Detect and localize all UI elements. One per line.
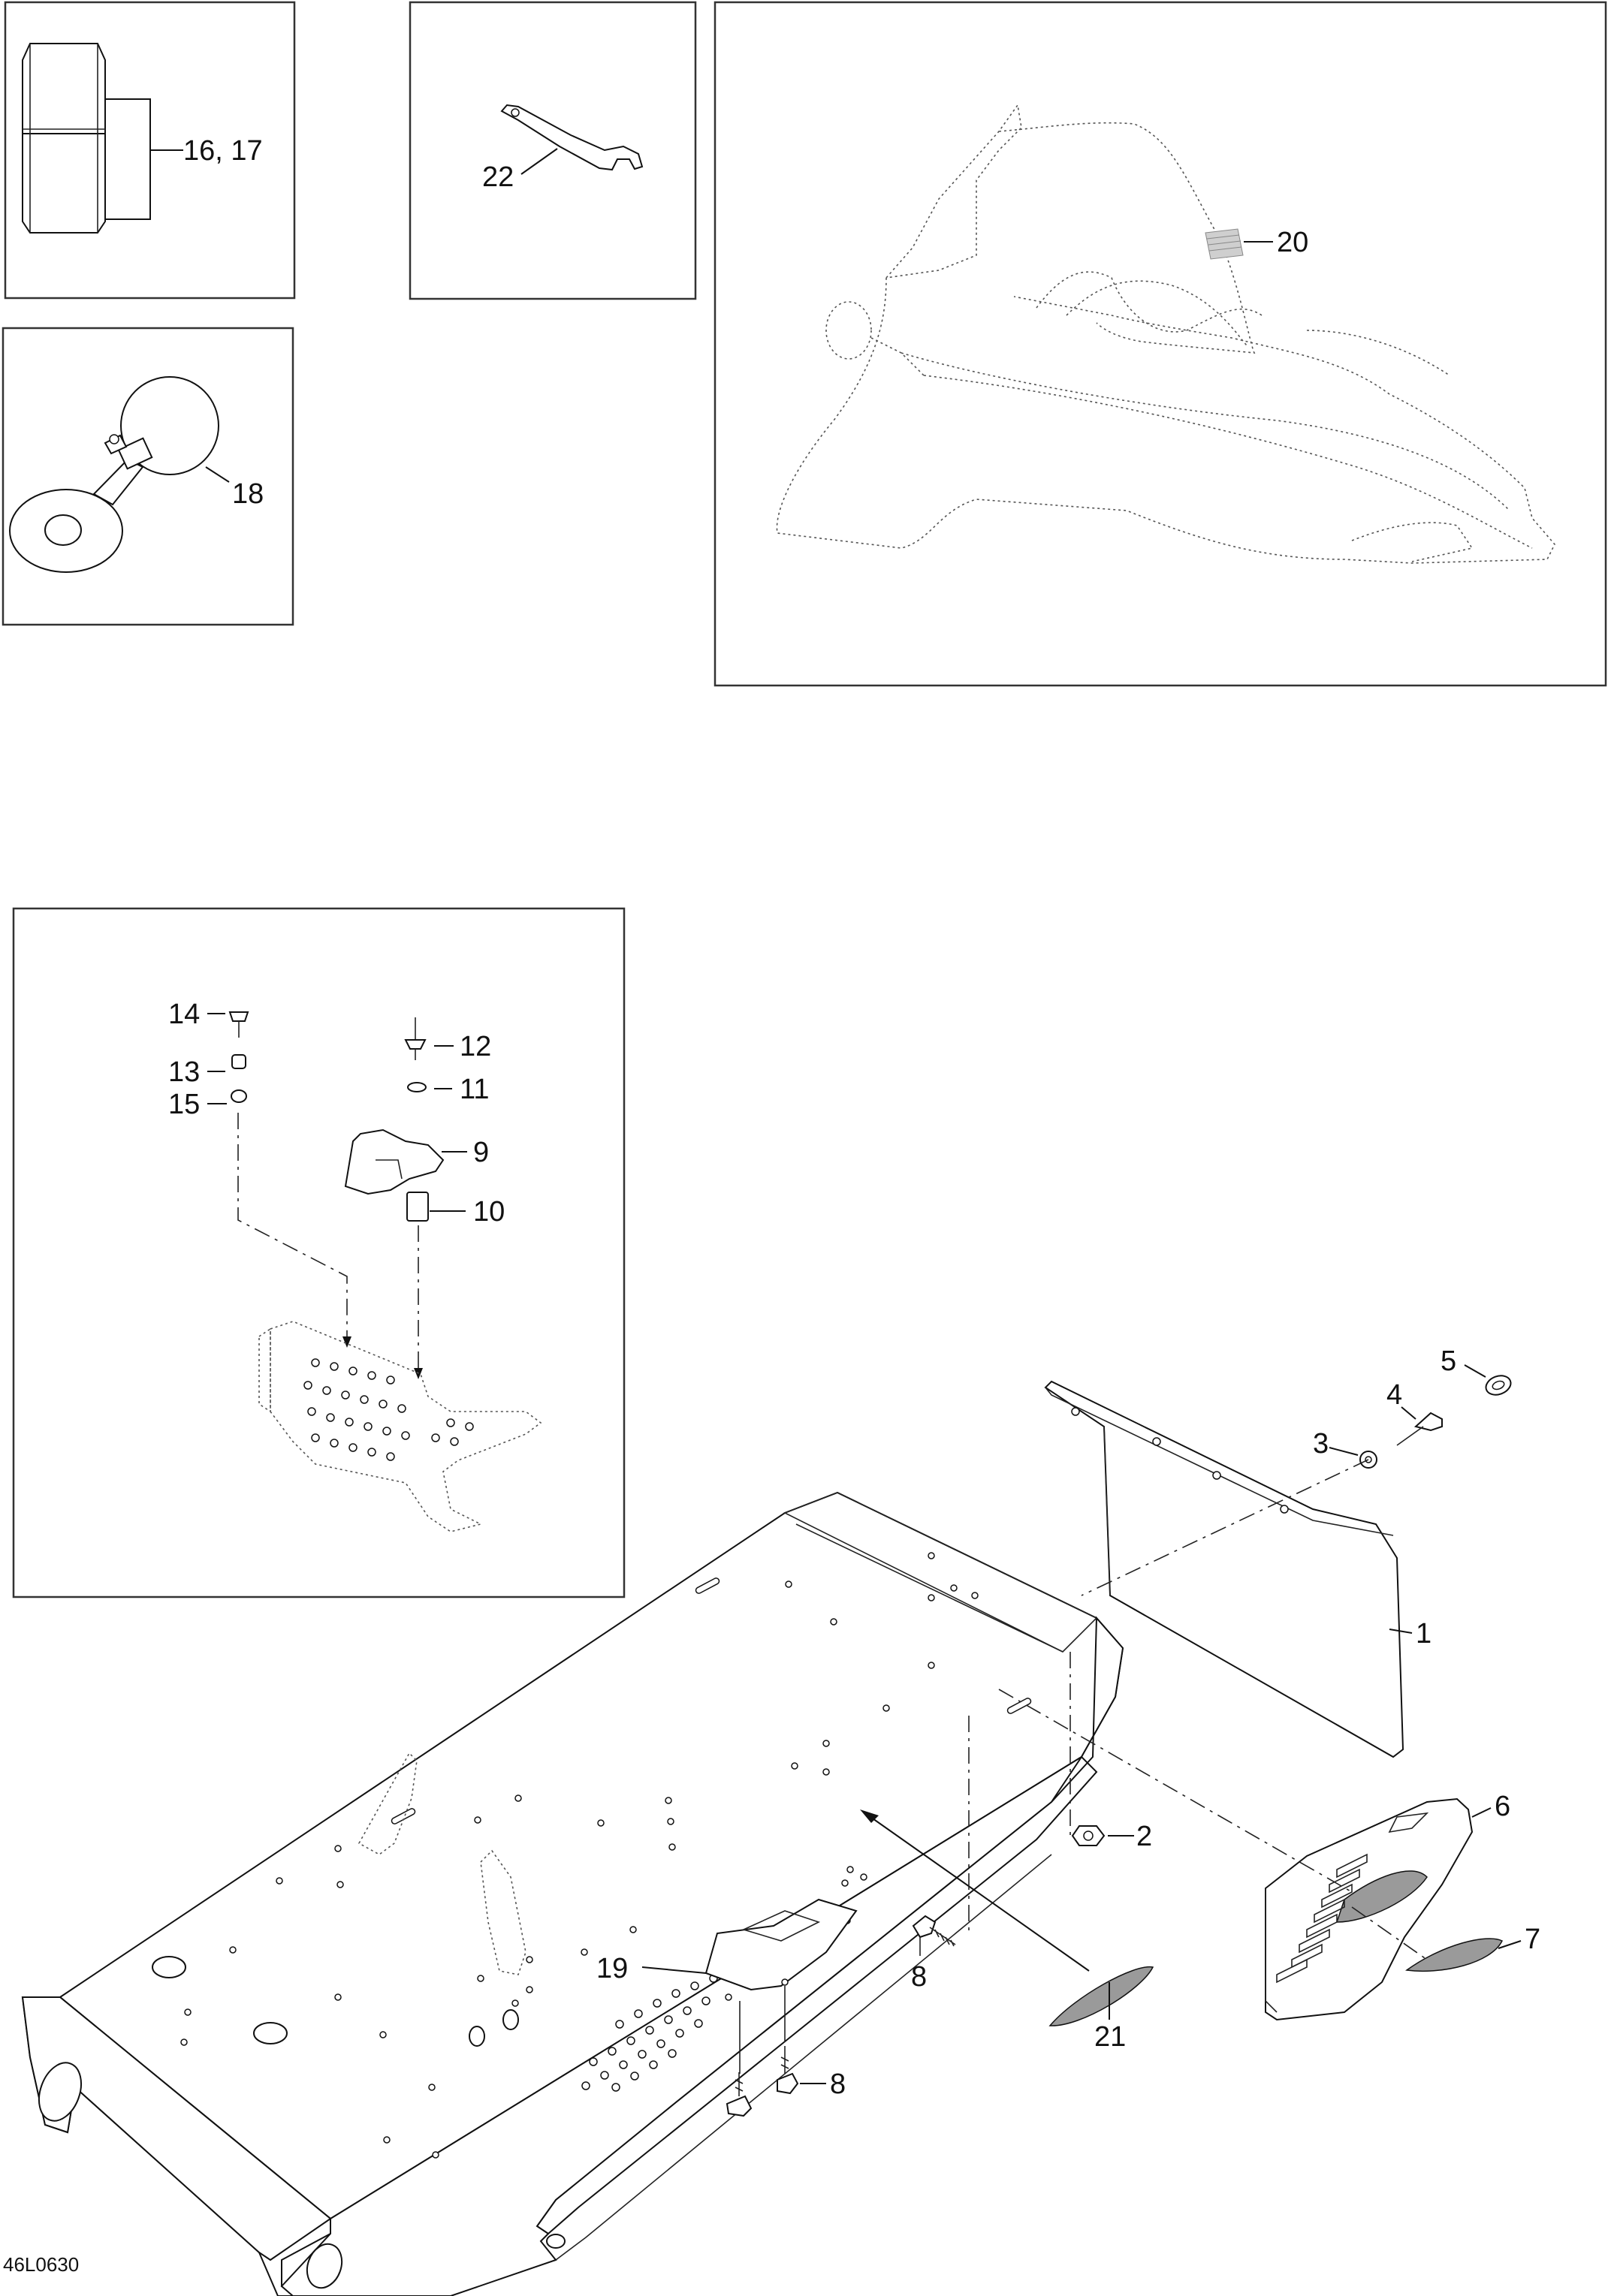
inset-box-horn [2, 327, 294, 626]
horn [9, 376, 230, 573]
callout-4: 4 [1386, 1379, 1402, 1411]
callout-13: 13 [168, 1056, 200, 1088]
callout-2: 2 [1136, 1821, 1152, 1852]
inset-box-reflector [4, 1, 296, 300]
decal-patch [1205, 228, 1244, 260]
callout-6: 6 [1495, 1791, 1510, 1822]
rail-step-holes [581, 1974, 718, 2092]
callout-1: 1 [1416, 1618, 1432, 1650]
snow-flap [1044, 1380, 1413, 1758]
flap-hardware [1081, 1364, 1512, 1596]
nut-2 [1067, 1652, 1134, 1846]
screws-8 [726, 1716, 970, 2117]
inset-box-wrench [409, 1, 697, 300]
diagram-code: 46L0630 [3, 2253, 79, 2276]
callout-19: 19 [596, 1953, 628, 1984]
footrest-pad [641, 1898, 858, 2074]
callout-11: 11 [460, 1074, 489, 1105]
callout-15: 15 [168, 1089, 200, 1120]
callout-16-17: 16, 17 [183, 135, 263, 167]
callout-10: 10 [473, 1196, 505, 1228]
callout-8-lower: 8 [830, 2069, 846, 2100]
hood-outline [776, 103, 1555, 564]
callout-20: 20 [1277, 227, 1308, 258]
taillight-lens [1351, 1906, 1522, 1972]
taillight-ribs [1276, 1853, 1368, 1984]
taillight-cover [998, 1689, 1492, 2021]
footrest-holes [303, 1358, 474, 1461]
wrench [500, 104, 644, 175]
reflector-block [22, 43, 183, 234]
tunnel-assembly [21, 1491, 1124, 2296]
callout-18: 18 [232, 478, 264, 510]
callout-12: 12 [460, 1031, 491, 1062]
inset-box-footrest [12, 907, 626, 1598]
footrest-inset-parts [207, 1011, 542, 1532]
callout-22: 22 [482, 161, 514, 193]
callout-5: 5 [1441, 1345, 1456, 1377]
reflector-strip [860, 1809, 1154, 2026]
inset-box-windshield [713, 1, 1607, 687]
callout-14: 14 [168, 999, 200, 1030]
callout-9: 9 [473, 1137, 489, 1168]
callout-21: 21 [1094, 2021, 1126, 2053]
callout-8-upper: 8 [911, 1961, 927, 1993]
callout-3: 3 [1313, 1428, 1329, 1460]
callout-7: 7 [1525, 1924, 1540, 1955]
